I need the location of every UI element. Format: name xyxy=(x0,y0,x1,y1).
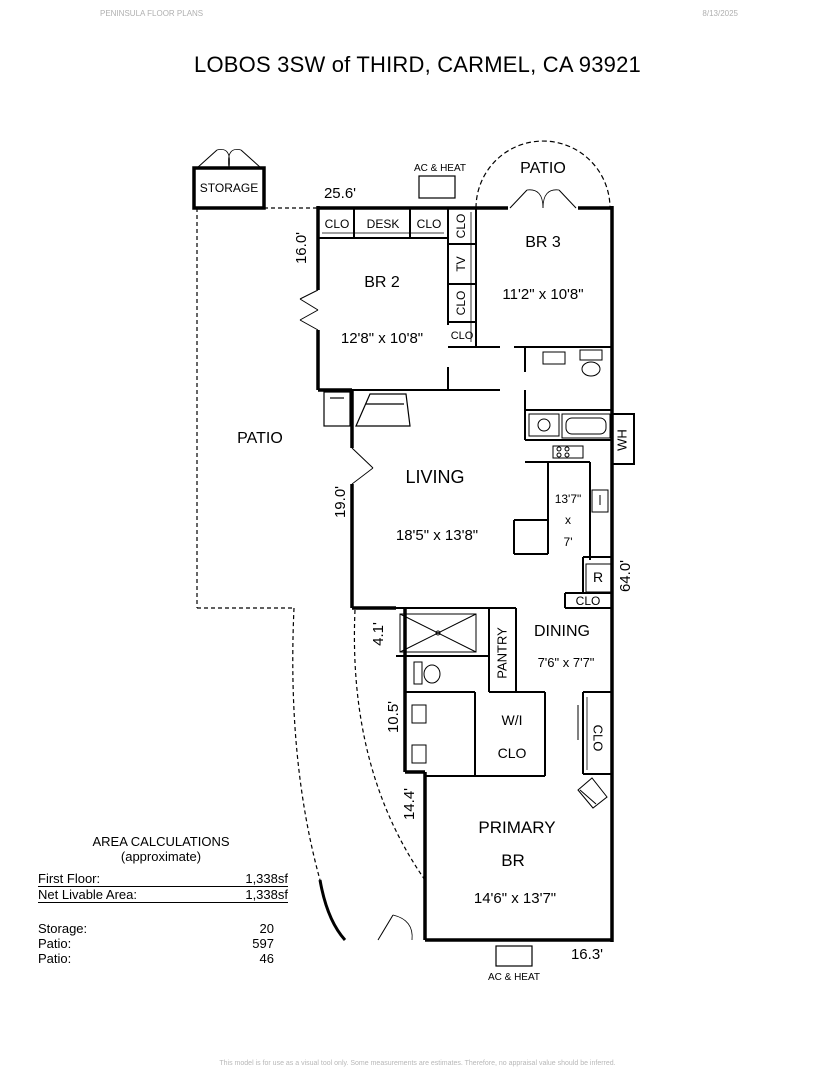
area-row-value: 1,338sf xyxy=(245,887,288,902)
patio-arc xyxy=(475,140,611,209)
area-row: Storage: 20 xyxy=(38,921,274,936)
patio-curve-wall xyxy=(318,879,347,942)
br2-window-door xyxy=(299,289,319,331)
patio-top-label: PATIO xyxy=(520,160,566,177)
living-door xyxy=(351,447,374,485)
area-row-value: 1,338sf xyxy=(245,871,288,886)
water-heater xyxy=(611,413,635,465)
dim-4-1: 4.1' xyxy=(370,622,387,646)
ac-top-label: AC & HEAT xyxy=(414,163,466,174)
br3-dim: 11'2" x 10'8" xyxy=(502,286,583,303)
closet-rods xyxy=(322,212,588,770)
refrigerator-label: R xyxy=(593,569,603,585)
wh-label: WH xyxy=(614,429,629,451)
ac-unit-top xyxy=(418,175,456,199)
br2-dim: 12'8" x 10'8" xyxy=(341,330,423,347)
area-row: Patio: 46 xyxy=(38,951,274,966)
fireplace xyxy=(323,391,411,427)
area-row: First Floor: 1,338sf xyxy=(38,871,288,887)
area-row-value: 46 xyxy=(259,951,274,966)
kitchen-dim-x: x xyxy=(565,513,571,527)
area-subtitle: (approximate) xyxy=(120,849,202,864)
storage-room xyxy=(192,149,266,210)
walkin-clo-label: CLO xyxy=(498,745,527,761)
clo-label-1: CLO xyxy=(325,217,350,231)
area-calculations: AREA CALCULATIONS (approximate) First Fl… xyxy=(38,834,288,966)
patio-outline xyxy=(196,207,426,881)
area-row-label: Storage: xyxy=(38,921,88,936)
dim-16-3: 16.3' xyxy=(571,946,603,963)
kitchen-dim-a: 13'7" xyxy=(555,492,582,506)
patio-door-top xyxy=(509,189,577,209)
bath-fixtures-lower xyxy=(399,613,477,764)
area-row-label: Patio: xyxy=(38,951,72,966)
area-row-value: 597 xyxy=(252,936,274,951)
area-row-label: First Floor: xyxy=(38,871,101,886)
kitchen-dim-b: 7' xyxy=(564,535,573,549)
header-left-text: PENINSULA FLOOR PLANS xyxy=(100,9,204,18)
dim-14-4: 14.4' xyxy=(401,788,418,820)
dim-64-0: 64.0' xyxy=(617,560,634,592)
dim-25-6: 25.6' xyxy=(324,185,356,202)
primary-fixtures xyxy=(577,705,608,809)
header-date: 8/13/2025 xyxy=(702,9,738,18)
clo-label-4: CLO xyxy=(454,291,468,316)
pantry-label: PANTRY xyxy=(494,627,509,679)
primary-br-label: BR xyxy=(501,851,525,870)
desk-label: DESK xyxy=(367,217,400,231)
clo-kitchen-label: CLO xyxy=(576,594,601,608)
disclaimer-footer: This model is for use as a visual tool o… xyxy=(219,1060,616,1067)
dim-10-5: 10.5' xyxy=(385,701,402,733)
ac-bottom-label: AC & HEAT xyxy=(488,972,540,983)
tv-label: TV xyxy=(454,256,468,271)
area-row-label: Patio: xyxy=(38,936,72,951)
br3-label: BR 3 xyxy=(525,234,561,251)
dim-16-0: 16.0' xyxy=(293,232,310,264)
ac-unit-bottom xyxy=(495,945,533,967)
area-row-label: Net Livable Area: xyxy=(38,887,138,902)
bath-fixtures-top xyxy=(528,349,611,439)
dining-label: DINING xyxy=(534,623,590,640)
storage-label: STORAGE xyxy=(200,181,258,195)
living-label: LIVING xyxy=(405,467,464,487)
bottom-door xyxy=(377,914,413,941)
kitchen-fixtures xyxy=(552,445,613,593)
interior-walls xyxy=(318,208,612,777)
page-title: LOBOS 3SW of THIRD, CARMEL, CA 93921 xyxy=(194,52,641,77)
area-title: AREA CALCULATIONS xyxy=(92,834,230,849)
clo-label-5: CLO xyxy=(451,330,474,342)
clo-right-label: CLO xyxy=(591,725,606,752)
br2-label: BR 2 xyxy=(364,274,400,291)
outer-walls xyxy=(316,206,614,942)
living-dim: 18'5" x 13'8" xyxy=(396,527,478,544)
area-row: Patio: 597 xyxy=(38,936,274,951)
clo-label-2: CLO xyxy=(417,217,442,231)
clo-label-3: CLO xyxy=(454,214,468,239)
area-row-value: 20 xyxy=(259,921,274,936)
walkin-label: W/I xyxy=(502,712,523,728)
primary-label: PRIMARY xyxy=(478,818,555,837)
dim-19-0: 19.0' xyxy=(332,486,349,518)
area-row: Net Livable Area: 1,338sf xyxy=(38,887,288,903)
primary-dim: 14'6" x 13'7" xyxy=(474,890,556,907)
dining-dim: 7'6" x 7'7" xyxy=(538,655,595,670)
patio-left-label: PATIO xyxy=(237,430,283,447)
